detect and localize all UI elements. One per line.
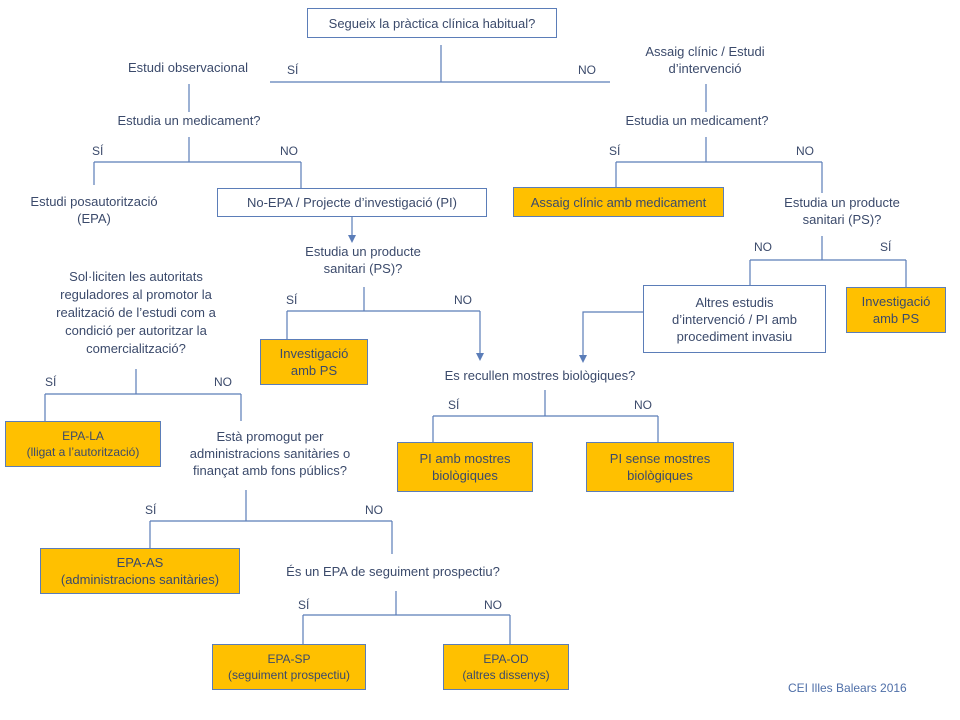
noepa-box: No-EPA / Projecte d’investigació (PI) xyxy=(217,188,487,217)
epa-sp-box: EPA-SP (seguiment prospectiu) xyxy=(212,644,366,690)
root-question-box: Segueix la pràctica clínica habitual? xyxy=(307,8,557,38)
assaig-clinic-medicament-box: Assaig clínic amb medicament xyxy=(513,187,724,217)
right-medicine-question: Estudia un medicament? xyxy=(625,113,769,128)
right-ps-yes-label: SÍ xyxy=(880,240,892,254)
left-medicine-question: Estudia un medicament? xyxy=(117,113,261,128)
root-no-label: NO xyxy=(578,63,596,77)
prosp-no-label: NO xyxy=(484,598,502,612)
pi-amb-mostres-box: PI amb mostres biològiques xyxy=(397,442,533,492)
pub-yes-label: SÍ xyxy=(145,503,157,517)
pi-sense-mostres-box: PI sense mostres biològiques xyxy=(586,442,734,492)
noepa-label: No-EPA / Projecte d’investigació (PI) xyxy=(246,195,457,210)
right-ps-question: Estudia un producte sanitari (PS)? xyxy=(784,195,900,227)
right-med-yes-label: SÍ xyxy=(609,144,621,158)
clinical-trial-label: Assaig clínic / Estudi d’intervenció xyxy=(645,44,765,76)
epa-label: Estudi posautorització (EPA) xyxy=(30,194,158,226)
credit-footer: CEI Illes Balears 2016 xyxy=(788,681,907,695)
prospective-question: És un EPA de seguiment prospectiu? xyxy=(286,564,500,579)
altres-estudis-box: Altres estudis d’intervenció / PI amb pr… xyxy=(643,285,826,353)
pub-no-label: NO xyxy=(365,503,383,517)
auth-no-label: NO xyxy=(214,375,232,389)
authorization-question: Sol·liciten les autoritats reguladores a… xyxy=(56,269,216,356)
left-investigacio-ps-box: Investigació amb PS xyxy=(260,339,368,385)
epa-as-box: EPA-AS (administracions sanitàries) xyxy=(40,548,240,594)
root-yes-label: SÍ xyxy=(287,63,299,77)
epa-la-box: EPA-LA (lligat a l’autorització) xyxy=(5,421,161,467)
observational-study-label: Estudi observacional xyxy=(128,60,248,75)
biological-samples-question: Es recullen mostres biològiques? xyxy=(444,368,636,383)
auth-yes-label: SÍ xyxy=(45,375,57,389)
left-ps-yes-label: SÍ xyxy=(286,293,298,307)
prosp-yes-label: SÍ xyxy=(298,598,310,612)
left-ps-no-label: NO xyxy=(454,293,472,307)
right-ps-no-label: NO xyxy=(754,240,772,254)
left-med-yes-label: SÍ xyxy=(92,144,104,158)
right-med-no-label: NO xyxy=(796,144,814,158)
right-investigacio-ps-box: Investigació amb PS xyxy=(846,287,946,333)
root-question: Segueix la pràctica clínica habitual? xyxy=(328,15,536,31)
bio-yes-label: SÍ xyxy=(448,398,460,412)
epa-od-box: EPA-OD (altres dissenys) xyxy=(443,644,569,690)
bio-no-label: NO xyxy=(634,398,652,412)
left-ps-question: Estudia un producte sanitari (PS)? xyxy=(305,244,421,276)
public-funding-question: Està promogut per administracions sanità… xyxy=(189,429,351,478)
left-med-no-label: NO xyxy=(280,144,298,158)
